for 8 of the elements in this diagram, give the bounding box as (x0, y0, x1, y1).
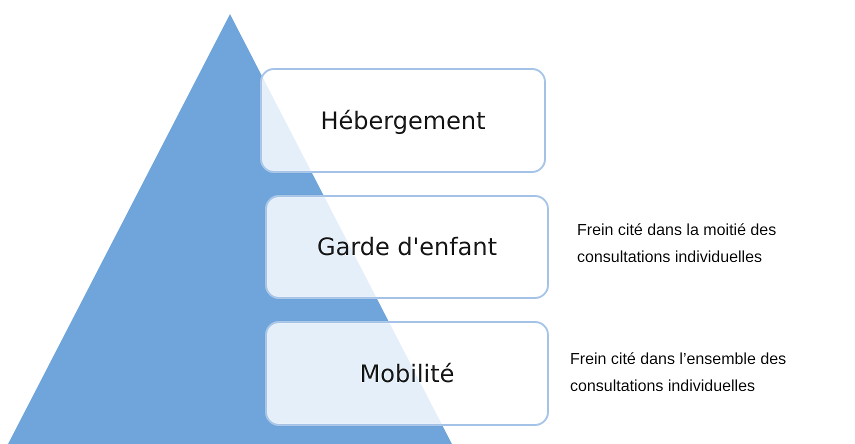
level-box (265, 321, 549, 426)
level-box (260, 68, 546, 173)
side-note: Frein cité dans l’ensemble des consultations individuelles (570, 350, 788, 397)
level-label: Hébergement (320, 106, 486, 134)
side-note: Frein cité dans la moitié des consultations individuelles (577, 221, 778, 268)
level-label: Mobilité (360, 360, 454, 388)
level-box (265, 195, 549, 299)
level-label: Garde d'enfant (317, 233, 497, 261)
